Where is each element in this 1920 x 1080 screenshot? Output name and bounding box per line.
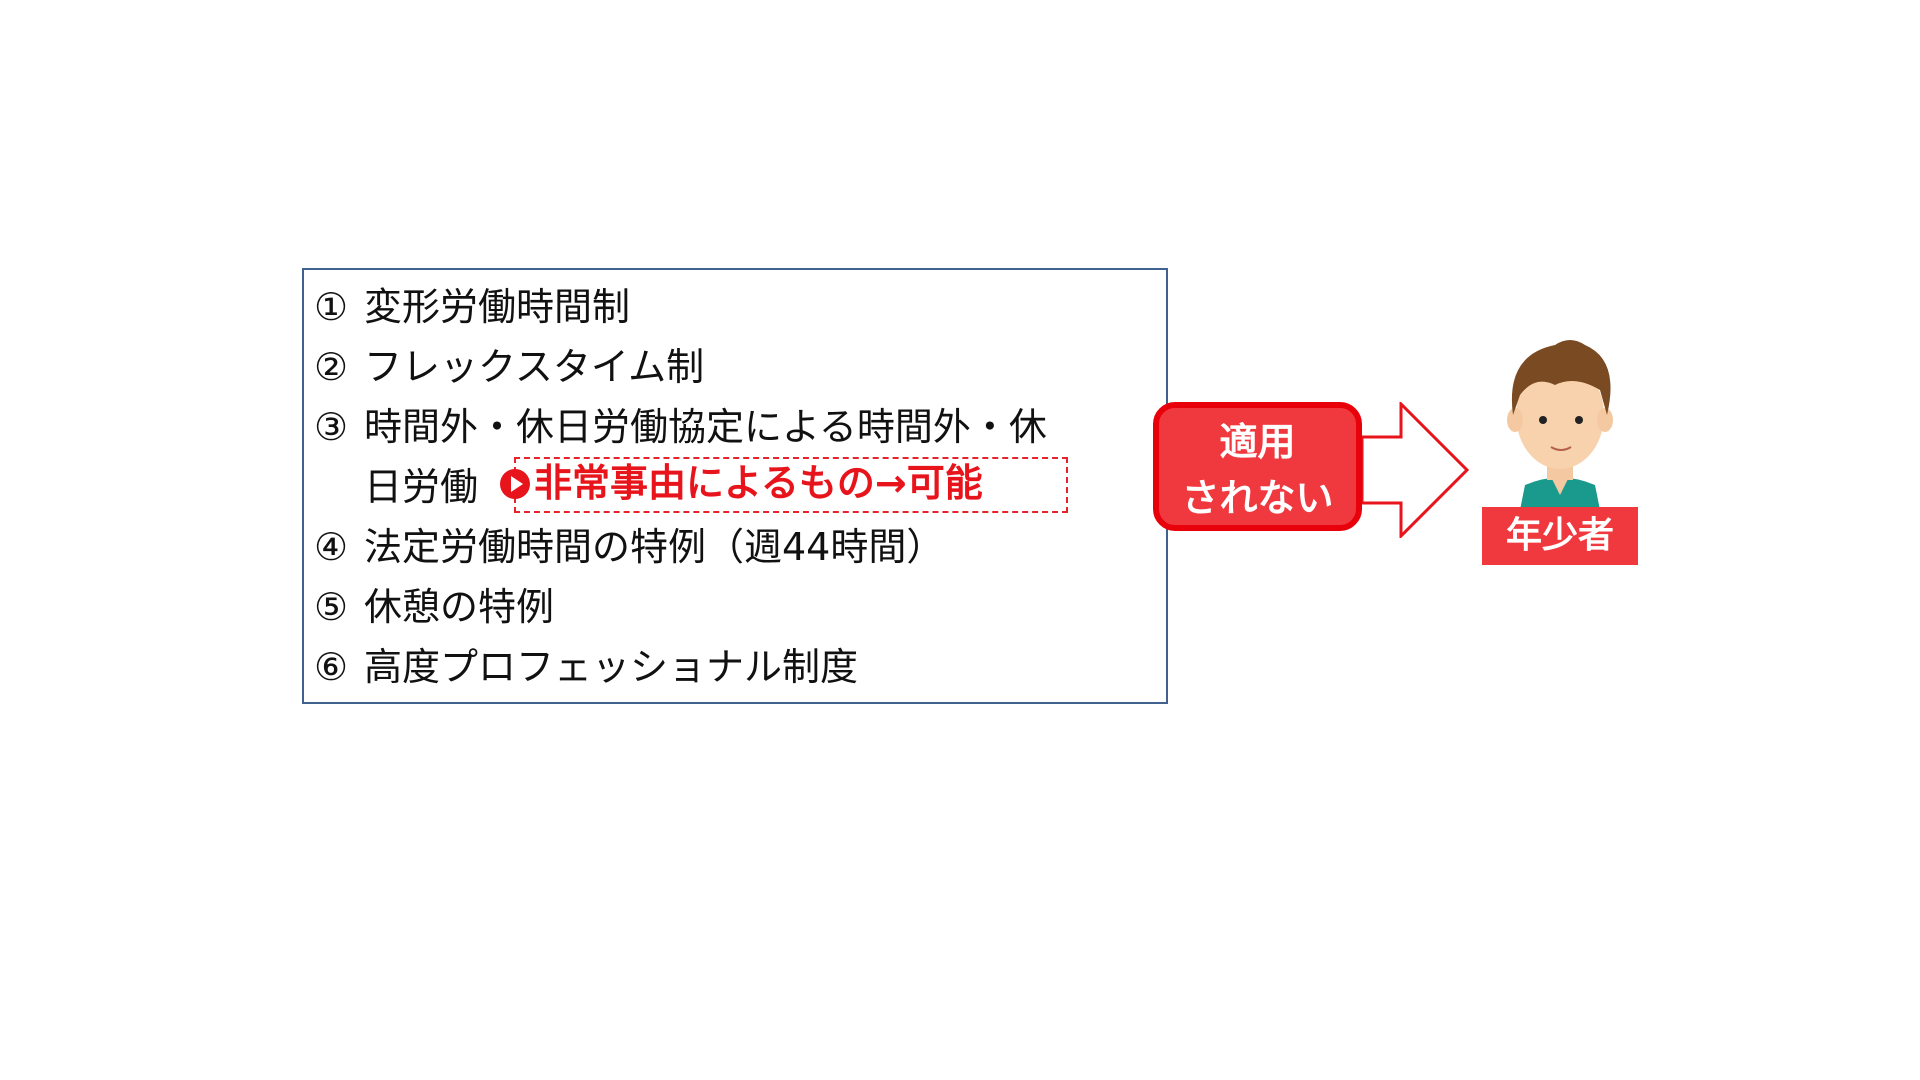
list-item: ③ 時間外・休日労働協定による時間外・休 bbox=[314, 404, 1047, 450]
item-text: 法定労働時間の特例（週44時間） bbox=[364, 525, 945, 569]
item-text: 変形労働時間制 bbox=[364, 285, 631, 329]
item-text: 高度プロフェッショナル制度 bbox=[364, 645, 859, 689]
list-item: 日労働 bbox=[314, 464, 478, 510]
item-text: フレックスタイム制 bbox=[364, 345, 705, 389]
list-item: ⑤ 休憩の特例 bbox=[314, 584, 554, 630]
list-item: ② フレックスタイム制 bbox=[314, 344, 704, 390]
badge-line-2: されない bbox=[1181, 476, 1334, 520]
exception-note: 非常事由によるもの→可能 bbox=[500, 460, 983, 506]
item-number: ⑤ bbox=[314, 585, 349, 629]
item-text: 日労働 bbox=[364, 465, 479, 509]
item-number: ③ bbox=[314, 405, 349, 449]
list-item: ⑥ 高度プロフェッショナル制度 bbox=[314, 644, 858, 690]
item-number: ② bbox=[314, 345, 349, 389]
list-item: ① 変形労働時間制 bbox=[314, 284, 630, 330]
item-number: ① bbox=[314, 285, 349, 329]
item-text: 休憩の特例 bbox=[364, 585, 555, 629]
list-item: ④ 法定労働時間の特例（週44時間） bbox=[314, 524, 944, 570]
badge-line-1: 適用 bbox=[1219, 420, 1296, 464]
young-person-avatar-icon bbox=[1507, 340, 1613, 510]
note-text: 非常事由によるもの→可能 bbox=[534, 461, 983, 505]
item-text: 時間外・休日労働協定による時間外・休 bbox=[364, 405, 1047, 449]
item-number: ⑥ bbox=[314, 645, 349, 689]
right-arrow-icon bbox=[1362, 402, 1470, 538]
not-applicable-badge: 適用 されない bbox=[1153, 402, 1362, 531]
play-icon bbox=[500, 469, 530, 499]
item-number: ④ bbox=[314, 525, 349, 569]
young-worker-label: 年少者 bbox=[1482, 507, 1638, 565]
